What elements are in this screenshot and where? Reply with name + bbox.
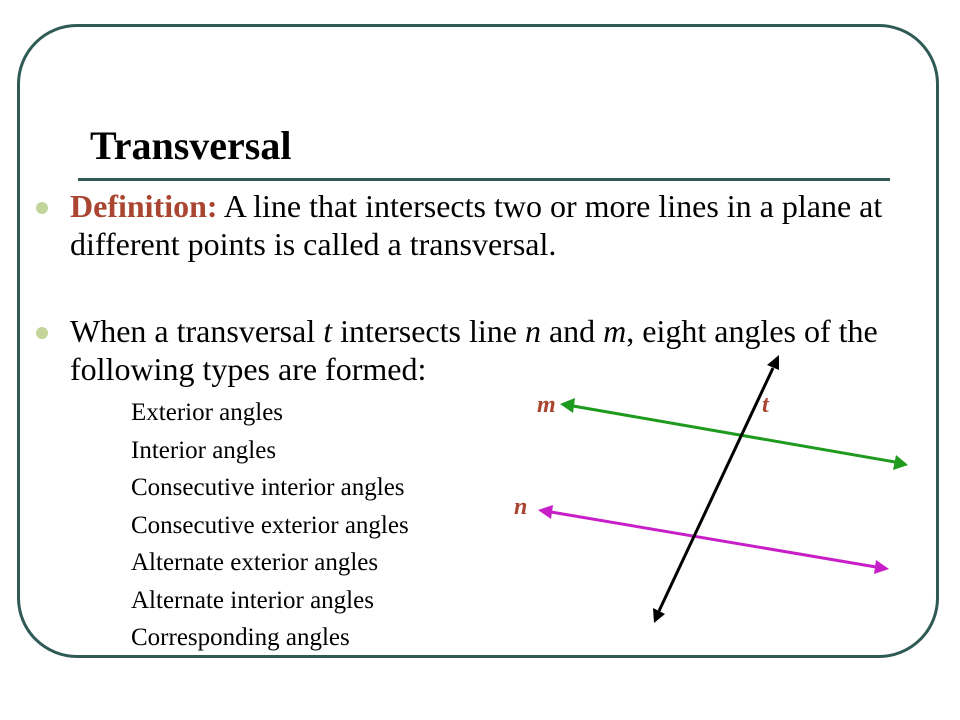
angle-type-consecutive-interior: Consecutive interior angles — [131, 474, 405, 501]
line-m — [560, 398, 908, 470]
line-t-arrowhead-top — [767, 355, 779, 370]
bullet-angles-text-1: When a transversal — [70, 313, 324, 349]
line-t-segment — [657, 367, 775, 612]
bullet-angles: When a transversal t intersects line n a… — [70, 312, 915, 388]
label-n: n — [514, 494, 527, 520]
angle-type-exterior: Exterior angles — [131, 399, 284, 426]
slide-title: Transversal — [90, 123, 292, 168]
bullet-definition: Definition: A line that intersects two o… — [70, 187, 915, 263]
bullet-angles-text-3: and — [540, 313, 604, 349]
line-n-segment — [550, 510, 877, 569]
definition-text: A line that intersects two or more lines… — [70, 188, 883, 262]
variable-m: m — [603, 313, 627, 349]
line-n-arrowhead-right — [874, 560, 889, 574]
line-t — [653, 355, 779, 623]
bullet-angles-text-4: , eight angles of the following types ar… — [70, 313, 878, 387]
angle-types-list: Exterior angles Interior angles Consecut… — [131, 394, 409, 657]
line-n-arrowhead-left — [538, 505, 553, 519]
line-m-arrowhead-right — [893, 455, 908, 470]
line-m-arrowhead-left — [560, 398, 575, 413]
bullet-marker-definition — [36, 202, 48, 214]
angle-type-alternate-exterior: Alternate exterior angles — [131, 549, 379, 576]
label-t: t — [762, 392, 770, 418]
label-m: m — [537, 392, 556, 418]
bullet-angles-text-2: intersects line — [332, 313, 525, 349]
variable-t: t — [323, 313, 333, 349]
angle-type-alternate-interior: Alternate interior angles — [131, 586, 374, 614]
line-n — [538, 505, 889, 574]
definition-label: Definition: — [70, 188, 218, 224]
line-m-segment — [572, 404, 896, 464]
angle-type-consecutive-exterior: Consecutive exterior angles — [131, 511, 409, 539]
title-underline — [78, 178, 890, 181]
variable-n: n — [524, 313, 541, 349]
angle-type-interior: Interior angles — [131, 436, 277, 464]
slide-frame — [17, 24, 939, 658]
line-t-arrowhead-bottom — [653, 608, 665, 623]
bullet-marker-angles — [36, 327, 48, 339]
angle-type-corresponding: Corresponding angles — [131, 624, 350, 651]
